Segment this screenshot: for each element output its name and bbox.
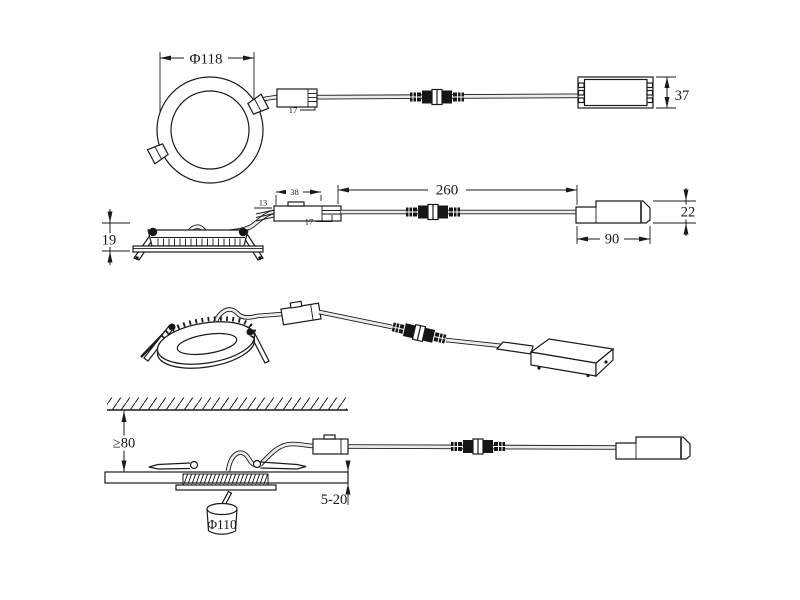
spring-clip [146,143,169,165]
heatsink-ribs [157,238,241,246]
dim-text-panel-thickness: 5-20 [321,492,348,508]
dim-text-cable-length: 260 [436,183,459,199]
downlight-side-view [132,209,276,261]
dimension-terminal-38: 38 [275,186,322,205]
top-view: Φ118 [146,51,690,184]
clip-pivot [246,328,254,336]
downlight-perspective [140,316,270,369]
clip-pivot [148,227,158,237]
cable-clamp [495,341,534,355]
perspective-view [140,300,615,378]
dimension-clearance-80: ≥80 [106,411,142,472]
rim-ribs [160,316,256,342]
spring-clip-folded-right [252,459,307,470]
downlight-top-view [146,76,279,184]
recessed-downlight [148,459,307,491]
dim-text-terminal-tail: 17 [289,105,298,115]
dim-text-terminal-height: 13 [259,198,268,208]
side-view: 19 [97,183,699,265]
terminal-box-perspective [280,300,322,326]
dimension-height-19: 19 [97,209,130,265]
dimension-terminal-13: 13 [254,198,272,209]
installation-view: ≥80 [104,397,691,535]
dimension-cable-260: 260 [337,183,578,205]
dimension-driver-22: 22 [653,188,699,236]
dim-text-recess-height: 19 [102,233,117,249]
lamp-arch-cable [210,307,284,333]
spring-clip [247,93,270,115]
bezel-flange [175,484,277,491]
dim-text-driver-width: 37 [675,88,690,104]
driver-top-view [577,76,654,109]
dimension-driver-90: 90 [576,226,651,248]
cutout-hole-symbol: Φ110 [206,490,238,535]
lamp-body-section [182,473,269,486]
dim-text-diameter: Φ118 [190,52,223,68]
dimension-driver-37: 37 [656,76,690,109]
terminal-box-installed [312,434,349,455]
terminal-box-top-view: 17 [276,88,318,115]
main-cable [318,309,503,349]
dimension-panel-thickness: 5-20 [321,460,351,508]
dim-text-terminal-width: 38 [290,187,299,197]
dim-text-cutout-diameter: Φ110 [207,517,237,532]
driver-perspective [495,338,615,378]
dimension-diameter-118: Φ118 [159,51,255,112]
spring-clip-folded-left [148,460,199,470]
terminal-box-side-view: 13 38 17 [254,186,342,227]
clip-pivot [168,323,176,331]
structural-ceiling [107,397,348,411]
dim-text-driver-length: 90 [605,232,620,248]
clip-pivot [238,227,248,237]
dimension-terminal-17: 17 [305,215,333,227]
section-hatch [107,397,347,410]
dim-text-min-clearance: ≥80 [113,436,135,452]
dim-text-driver-height: 22 [681,205,696,221]
dim-text-terminal-tail: 17 [305,217,314,227]
